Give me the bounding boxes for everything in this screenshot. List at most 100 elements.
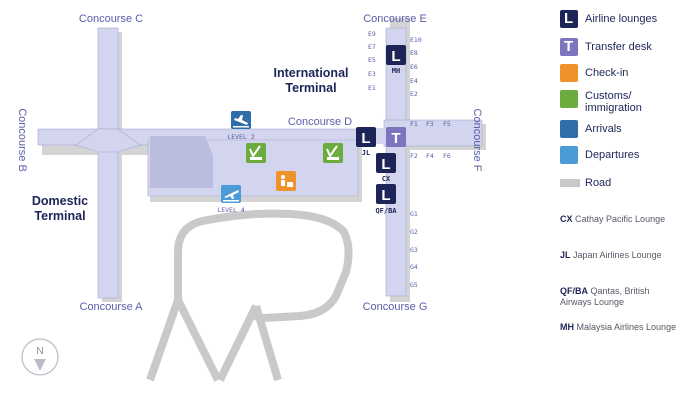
arrivals-point[interactable]: LEVEL 2 bbox=[227, 111, 255, 141]
gates-e: E9 E7 E5 E3 E1 E10 E8 E6 E4 E2 bbox=[368, 30, 422, 98]
international-terminal-label-2: Terminal bbox=[285, 81, 336, 95]
svg-text:L: L bbox=[381, 187, 390, 204]
note-mh: MH Malaysia Airlines Lounge bbox=[560, 322, 682, 333]
concourse-a-label: Concourse A bbox=[80, 301, 144, 313]
concourse-c-label: Concourse C bbox=[79, 13, 143, 25]
gate-label: F5 bbox=[443, 120, 451, 128]
gate-label: E9 bbox=[368, 30, 376, 38]
road-loop bbox=[174, 209, 353, 322]
lounge-code-label: QF/BA bbox=[375, 207, 397, 215]
gate-label: F4 bbox=[426, 152, 434, 160]
gate-label: E6 bbox=[410, 63, 418, 71]
letter-t-icon: T bbox=[560, 38, 578, 56]
domestic-terminal-label-2: Terminal bbox=[34, 209, 85, 223]
note-text: Qantas, British Airways Lounge bbox=[560, 286, 650, 307]
lounge-mh[interactable]: L MH bbox=[386, 45, 406, 75]
compass-n-label: N bbox=[36, 346, 43, 357]
gate-label: E10 bbox=[410, 36, 422, 44]
compass: N bbox=[21, 338, 59, 376]
svg-text:L: L bbox=[361, 130, 370, 147]
note-code: QF/BA bbox=[560, 286, 588, 296]
legend-item-check-in: Check-in bbox=[560, 64, 675, 82]
gate-label: G5 bbox=[410, 281, 418, 289]
customs-check-icon bbox=[560, 90, 578, 108]
road-exit-1 bbox=[174, 298, 222, 382]
road-exit-3 bbox=[216, 304, 260, 382]
lounge-code-label: JL bbox=[362, 149, 370, 157]
gate-label: E4 bbox=[410, 77, 418, 85]
lounge-code-label: CX bbox=[382, 175, 391, 183]
concourse-f-label: Concourse F bbox=[471, 109, 483, 172]
concourse-b-label: Concourse B bbox=[16, 108, 28, 172]
letter-t-icon bbox=[386, 127, 406, 147]
legend-label: Transfer desk bbox=[585, 41, 652, 53]
gate-label: F3 bbox=[426, 120, 434, 128]
pier-link bbox=[75, 128, 141, 153]
legend-item-transfer: T Transfer desk bbox=[560, 38, 675, 56]
departures-point[interactable]: LEVEL 4 bbox=[217, 185, 245, 214]
legend-item-lounges: L Airline lounges bbox=[560, 10, 675, 28]
departures-level-label: LEVEL 4 bbox=[217, 206, 244, 214]
lounge-jl[interactable]: L JL bbox=[356, 127, 376, 157]
international-terminal-label-1: International bbox=[273, 66, 348, 80]
gate-label: G3 bbox=[410, 246, 418, 254]
note-text: Malaysia Airlines Lounge bbox=[576, 322, 677, 332]
gates-f: F1 F3 F5 F2 F4 F6 bbox=[410, 120, 451, 160]
lounge-qfba[interactable]: L QF/BA bbox=[375, 184, 397, 215]
legend-item-departures: Departures bbox=[560, 146, 675, 164]
letter-l-icon: L bbox=[560, 10, 578, 28]
gate-label: G1 bbox=[410, 210, 418, 218]
gates-g: G1 G2 G3 G4 G5 bbox=[410, 210, 418, 289]
lounge-code-label: MH bbox=[392, 67, 400, 75]
svg-text:T: T bbox=[391, 130, 400, 147]
note-text: Cathay Pacific Lounge bbox=[575, 214, 666, 224]
note-code: CX bbox=[560, 214, 573, 224]
legend-item-customs: Customs/ immigration bbox=[560, 90, 675, 114]
letter-l-icon bbox=[376, 153, 396, 173]
legend-label: Customs/ immigration bbox=[585, 90, 642, 114]
letter-l-icon bbox=[386, 45, 406, 65]
svg-text:L: L bbox=[391, 48, 400, 65]
note-code: MH bbox=[560, 322, 574, 332]
gate-label: E7 bbox=[368, 43, 376, 51]
customs-point-east[interactable] bbox=[323, 143, 343, 163]
gate-label: G2 bbox=[410, 228, 418, 236]
legend-label: Road bbox=[585, 177, 612, 189]
gate-label: E5 bbox=[368, 56, 376, 64]
road-swatch bbox=[560, 179, 580, 187]
legend-label: Arrivals bbox=[585, 123, 622, 135]
gate-label: F6 bbox=[443, 152, 451, 160]
gate-label: F1 bbox=[410, 120, 418, 128]
concourse-g-label: Concourse G bbox=[363, 301, 428, 313]
road-exit-4 bbox=[252, 304, 282, 382]
arrivals-level-label: LEVEL 2 bbox=[227, 133, 254, 141]
customs-point-west[interactable] bbox=[246, 143, 266, 163]
note-text: Japan Airlines Lounge bbox=[573, 250, 662, 260]
legend-item-road: Road bbox=[560, 174, 675, 189]
gate-label: E3 bbox=[368, 70, 376, 78]
check-in-desk-icon bbox=[560, 64, 578, 82]
plane-takeoff-icon bbox=[560, 146, 578, 164]
check-in-desk-icon bbox=[276, 171, 296, 191]
svg-text:L: L bbox=[381, 156, 390, 173]
note-jl: JL Japan Airlines Lounge bbox=[560, 250, 682, 261]
check-in-point[interactable] bbox=[276, 171, 296, 191]
legend-item-arrivals: Arrivals bbox=[560, 120, 675, 138]
concourse-e-label: Concourse E bbox=[363, 13, 427, 25]
transfer-desk[interactable]: T bbox=[386, 127, 406, 147]
domestic-terminal-label-1: Domestic bbox=[32, 194, 88, 208]
letter-l-icon bbox=[356, 127, 376, 147]
north-arrow-icon bbox=[21, 338, 59, 376]
gate-label: E2 bbox=[410, 90, 418, 98]
road-exit-2 bbox=[146, 298, 182, 382]
gate-label: E1 bbox=[368, 84, 376, 92]
letter-l-icon bbox=[376, 184, 396, 204]
concourse-a-c-pier bbox=[97, 27, 119, 299]
lounge-cx[interactable]: L CX bbox=[376, 153, 396, 183]
concourse-d-label: Concourse D bbox=[288, 116, 352, 128]
plane-landing-icon bbox=[560, 120, 578, 138]
domestic-hall-block bbox=[150, 136, 213, 188]
gate-label: E8 bbox=[410, 49, 418, 57]
note-cx: CX Cathay Pacific Lounge bbox=[560, 214, 682, 225]
